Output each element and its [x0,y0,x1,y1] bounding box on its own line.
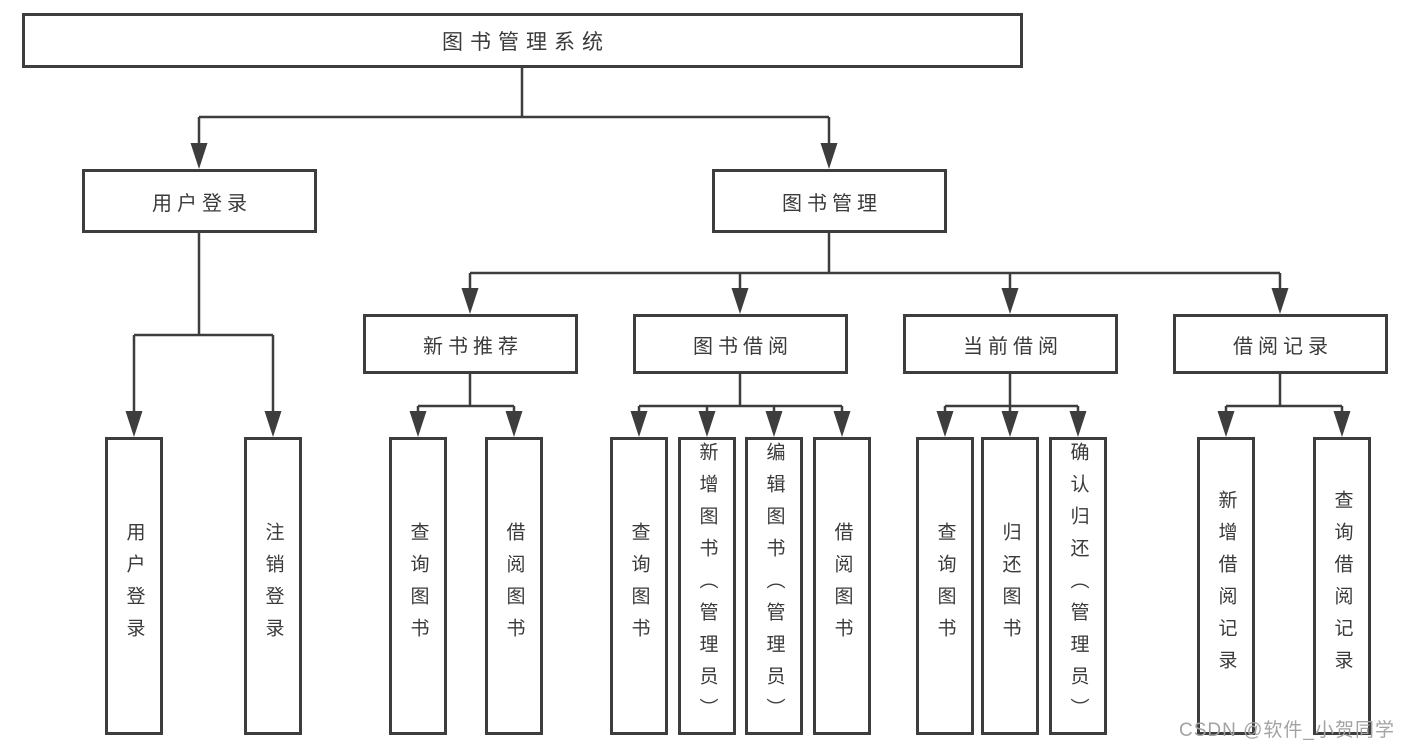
leaf-borrow-add-book-admin: 新增图书（管理员） [678,437,736,735]
node-user-login-label: 用户登录 [152,192,252,215]
leaf-record-query-record: 查询借阅记录 [1313,437,1371,735]
leaf-record-query-record-label: 查询借阅记录 [1331,490,1353,682]
node-book-management: 图书管理 [712,169,947,233]
leaf-borrow-borrow-book: 借阅图书 [813,437,871,735]
node-book-borrow: 图书借阅 [633,314,848,374]
node-system-root: 图书管理系统 [22,13,1023,68]
leaf-newbook-query-book: 查询图书 [389,437,447,735]
csdn-watermark: CSDN @软件_小贺同学 [1179,720,1395,741]
node-current-borrow: 当前借阅 [903,314,1118,374]
leaf-current-return-book-label: 归还图书 [999,522,1021,650]
leaf-logout-login-label: 注销登录 [262,522,284,650]
node-user-login: 用户登录 [82,169,317,233]
arrow-heads [125,143,1351,437]
node-system-root-label: 图书管理系统 [442,30,610,54]
node-borrow-records-label: 借阅记录 [1233,335,1333,358]
leaf-borrow-query-book: 查询图书 [610,437,668,735]
leaf-borrow-add-book-admin-label: 新增图书（管理员） [696,442,718,730]
node-new-book-recommend: 新书推荐 [363,314,578,374]
node-book-borrow-label: 图书借阅 [693,335,793,358]
leaf-current-confirm-return-admin: 确认归还（管理员） [1049,437,1107,735]
leaf-newbook-borrow-book-label: 借阅图书 [503,522,525,650]
leaf-logout-login: 注销登录 [244,437,302,735]
leaf-borrow-query-book-label: 查询图书 [628,522,650,650]
tree-edges [132,68,1344,415]
leaf-current-confirm-return-admin-label: 确认归还（管理员） [1067,442,1089,730]
leaf-borrow-edit-book-admin-label: 编辑图书（管理员） [763,442,785,730]
leaf-record-add-record-label: 新增借阅记录 [1215,490,1237,682]
leaf-record-add-record: 新增借阅记录 [1197,437,1255,735]
leaf-borrow-borrow-book-label: 借阅图书 [831,522,853,650]
node-new-book-recommend-label: 新书推荐 [423,335,523,358]
leaf-current-return-book: 归还图书 [981,437,1039,735]
leaf-user-login: 用户登录 [105,437,163,735]
node-borrow-records: 借阅记录 [1173,314,1388,374]
leaf-newbook-query-book-label: 查询图书 [407,522,429,650]
leaf-newbook-borrow-book: 借阅图书 [485,437,543,735]
leaf-current-query-book-label: 查询图书 [934,522,956,650]
leaf-borrow-edit-book-admin: 编辑图书（管理员） [745,437,803,735]
node-book-management-label: 图书管理 [782,192,882,215]
node-current-borrow-label: 当前借阅 [963,335,1063,358]
leaf-user-login-label: 用户登录 [123,522,145,650]
leaf-current-query-book: 查询图书 [916,437,974,735]
